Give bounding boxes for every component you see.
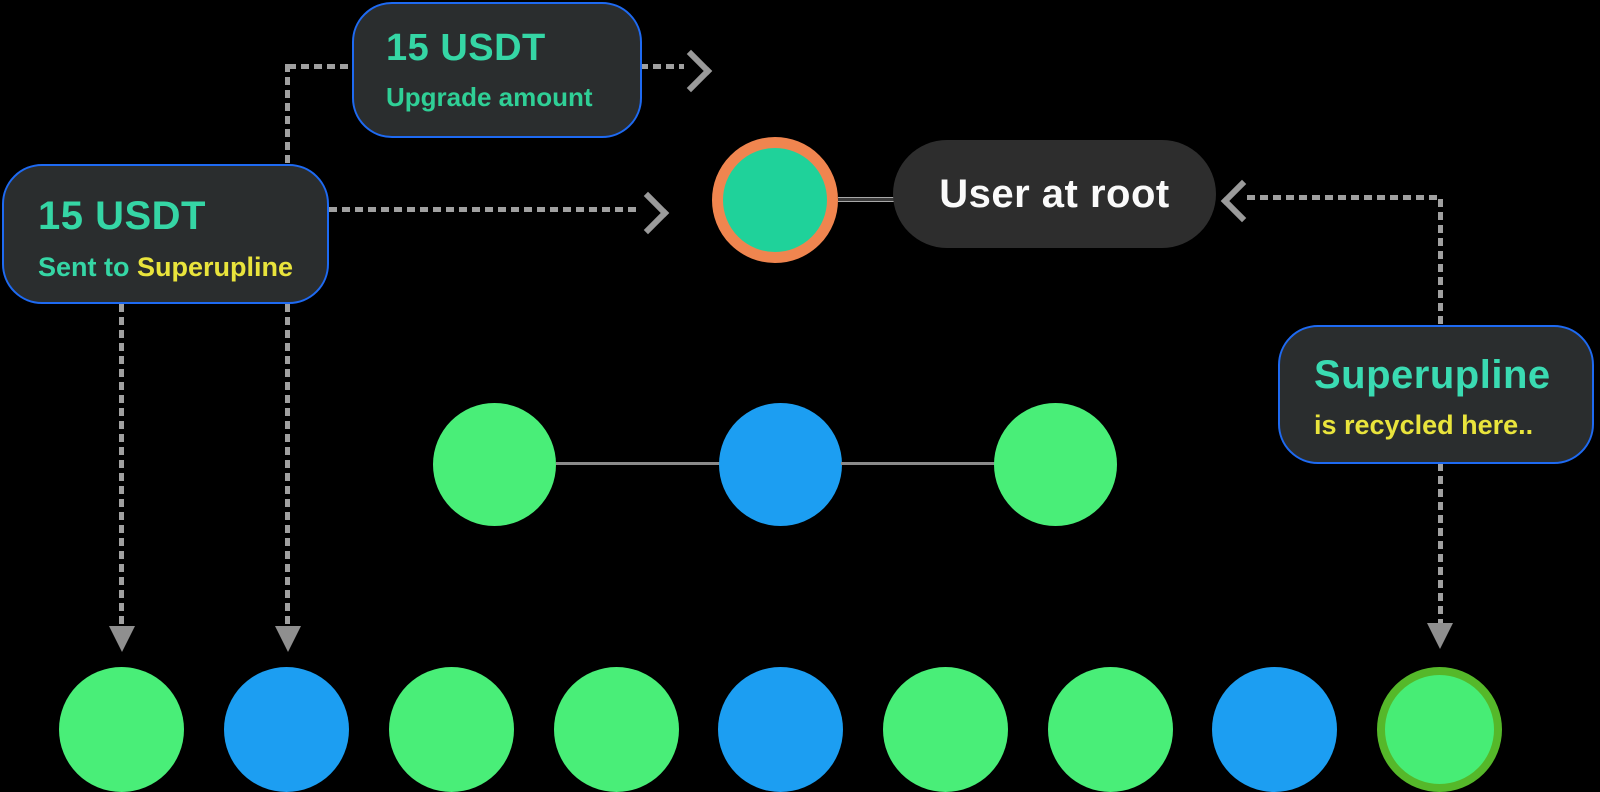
member-connector-line [841,462,995,465]
upgrade-amount-caption: Upgrade amount [386,81,593,112]
arrow-right-icon [626,191,670,235]
dashed-line-down-to-member-2 [285,304,290,626]
dashed-line-junction-vertical [285,64,290,165]
callout-upgrade-amount: 15 USDT Upgrade amount [352,2,642,138]
member-node [718,667,843,792]
dashed-line-down-to-member-1 [119,304,124,626]
member-node [1048,667,1173,792]
upgrade-amount-value: 15 USDT [386,27,546,69]
dashed-line-recycle-to-root [1247,195,1441,200]
sent-caption-highlight: Superupline [137,252,294,282]
arrow-down-icon [109,626,135,652]
member-node [719,403,842,526]
arrow-down-icon [275,626,301,652]
member-node [994,403,1117,526]
member-node [554,667,679,792]
dashed-line-recycle-lower [1438,463,1443,623]
member-node [389,667,514,792]
recycled-caption: is recycled here.. [1314,410,1534,440]
member-node-recycled [1377,667,1502,792]
callout-sent-to-superupline: 15 USDT Sent to Superupline [2,164,329,304]
arrow-left-icon [1220,179,1264,223]
member-connector-line [556,462,720,465]
member-node [1212,667,1337,792]
arrow-right-icon [669,49,713,93]
dashed-line-recycle-upper [1438,199,1443,325]
root-node-connector-line [838,197,894,202]
member-node [883,667,1008,792]
sent-caption-prefix: Sent to [38,252,137,282]
member-node [433,403,556,526]
dashed-line-sent-to-root [329,207,640,212]
root-user-label: User at root [893,140,1216,248]
sent-amount-value: 15 USDT [38,194,206,238]
member-node [224,667,349,792]
dashed-line-into-upgrade-box [288,64,352,69]
arrow-down-icon [1427,623,1453,649]
sent-amount-caption: Sent to Superupline [38,251,311,283]
root-user-node [712,137,838,263]
recycled-title: Superupline [1314,353,1551,397]
callout-superupline-recycled: Superupline is recycled here.. [1278,325,1594,464]
dashed-line-out-of-upgrade-box [640,64,684,69]
member-node [59,667,184,792]
